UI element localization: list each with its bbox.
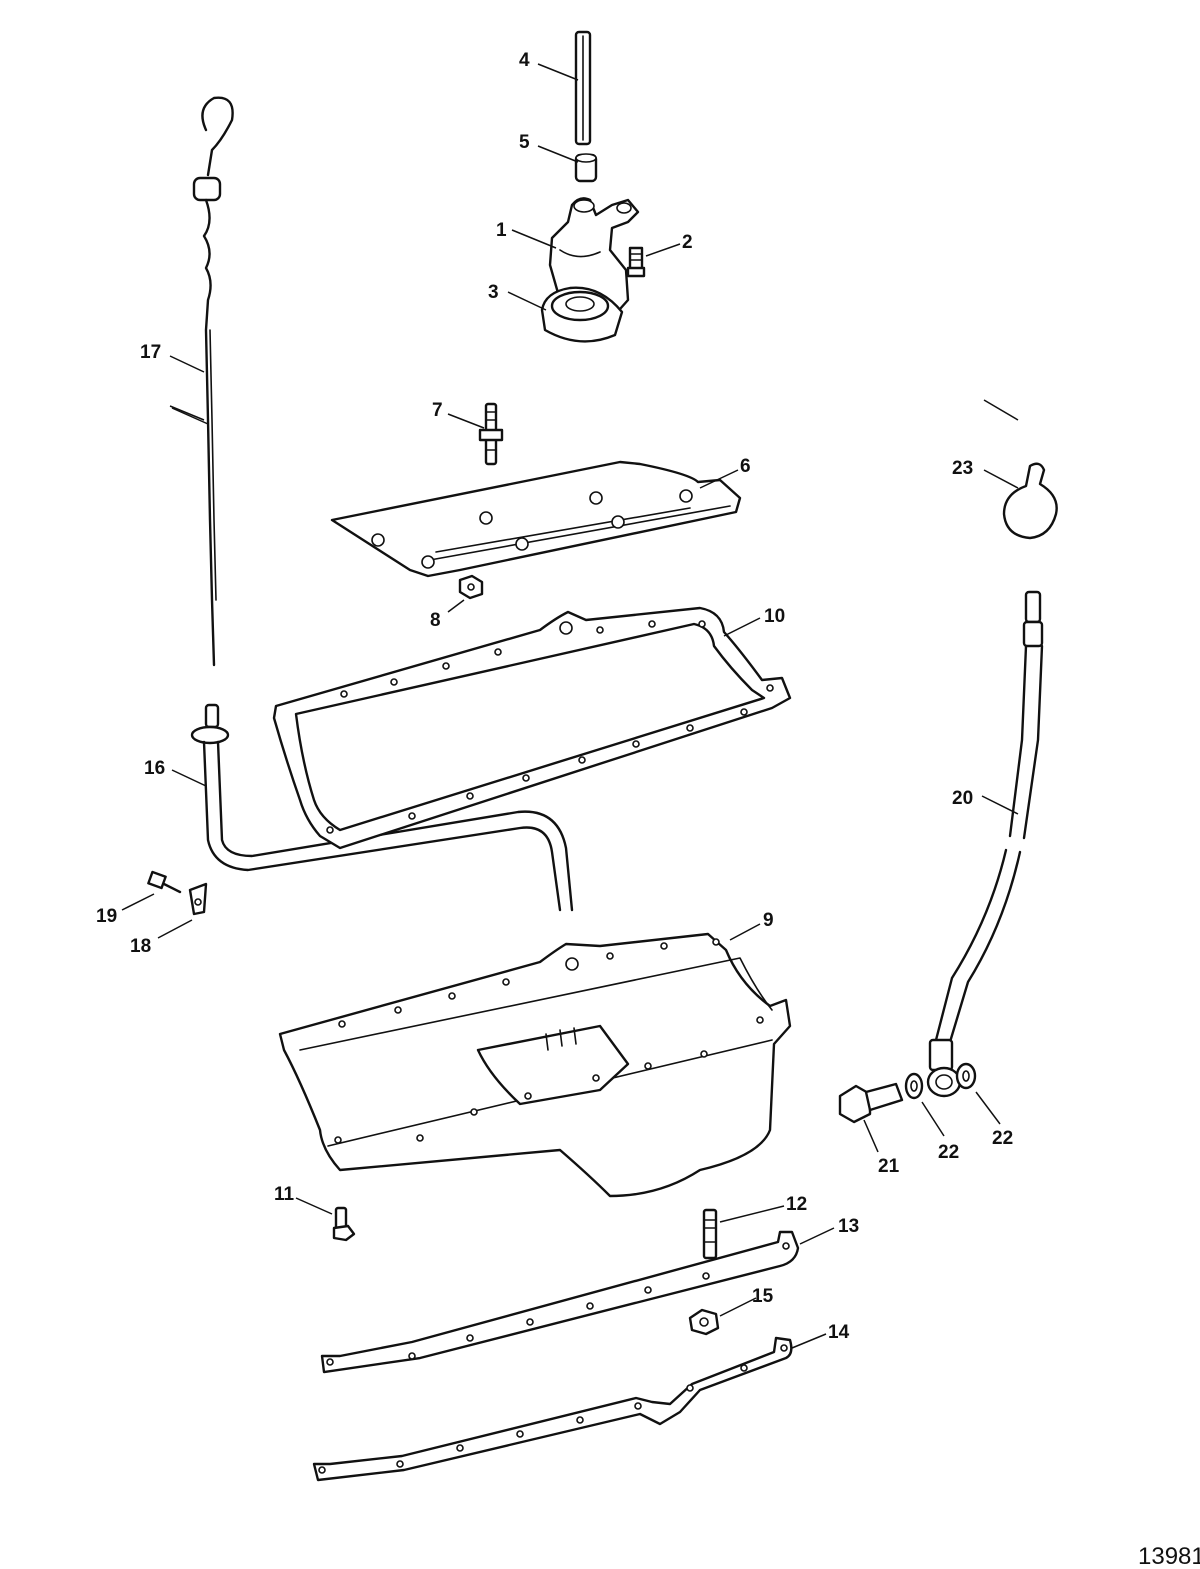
part-5-spacer (574, 153, 598, 183)
callout-10: 10 (764, 606, 785, 627)
callout-21: 21 (878, 1156, 900, 1177)
part-18-clip (188, 882, 208, 916)
callout-2: 2 (682, 232, 693, 253)
part-12-stud (702, 1208, 718, 1260)
part-6-windage-tray (330, 460, 742, 578)
part-9-oil-pan (278, 932, 792, 1198)
part-16-dipstick-tube (190, 703, 574, 912)
part-14-side-gasket (312, 1336, 793, 1482)
part-13-side-gasket (320, 1230, 800, 1374)
part-22-washer-left (904, 1072, 924, 1100)
callout-5: 5 (519, 132, 530, 153)
callout-7: 7 (432, 400, 443, 421)
callout-3: 3 (488, 282, 499, 303)
part-17-dipstick (192, 96, 234, 667)
callout-18: 18 (130, 936, 151, 957)
callout-14: 14 (828, 1322, 850, 1343)
callout-12: 12 (786, 1194, 807, 1215)
part-19-bolt (147, 870, 182, 894)
callout-23: 23 (952, 458, 973, 479)
callout-22-left: 22 (938, 1142, 959, 1163)
callout-15: 15 (752, 1286, 774, 1307)
callout-11: 11 (274, 1184, 295, 1205)
callout-19: 19 (96, 906, 117, 927)
callout-1: 1 (496, 220, 507, 241)
callout-9: 9 (763, 910, 774, 931)
part-15-nut (688, 1308, 720, 1336)
callouts: 1 2 3 4 5 6 7 8 9 10 11 12 13 14 15 16 1… (96, 50, 1013, 1343)
part-8-nut (458, 574, 484, 600)
part-20-drain-hose (926, 590, 1044, 1098)
callout-20: 20 (952, 788, 973, 809)
part-23-plug (1002, 462, 1058, 540)
part-7-stud (478, 402, 504, 466)
part-22-washer-right (955, 1062, 977, 1090)
part-3-pickup-screen (540, 286, 624, 343)
part-4-shaft (574, 30, 592, 146)
leader-lines (121, 63, 1019, 1349)
callout-4: 4 (519, 50, 530, 71)
part-11-bolt (332, 1206, 356, 1242)
part-21-banjo-bolt (838, 1082, 904, 1124)
part-10-gasket (272, 606, 792, 850)
callout-16: 16 (144, 758, 165, 779)
callout-8: 8 (430, 610, 441, 631)
callout-6: 6 (740, 456, 751, 477)
callout-22-right: 22 (992, 1128, 1013, 1149)
callout-13: 13 (838, 1216, 859, 1237)
reference-number: 13981 (1138, 1543, 1200, 1569)
callout-17: 17 (140, 342, 161, 363)
part-2-bolt (626, 246, 646, 278)
